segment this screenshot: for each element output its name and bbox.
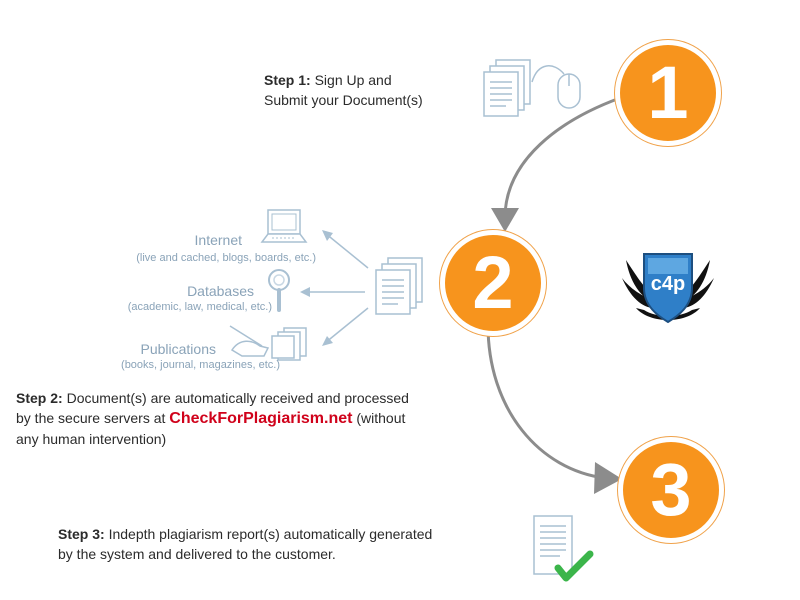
- source-databases-title: Databases: [187, 283, 254, 299]
- source-publications-subtitle: (books, journal, magazines, etc.): [121, 359, 280, 371]
- step1-line2: Submit your Document(s): [264, 92, 423, 108]
- hand-writing-icon: [229, 325, 307, 361]
- step3-circle: 3: [618, 437, 724, 543]
- step1-circle: 1: [615, 40, 721, 146]
- arrow-to-internet: [324, 232, 369, 269]
- step2-line2: by the secure servers at: [16, 410, 166, 426]
- mouse-icon: [531, 65, 581, 109]
- received-documents-icon: [375, 257, 423, 315]
- report-icon: [533, 515, 594, 582]
- step1-line1: Sign Up and: [314, 72, 392, 88]
- shield-logo: c4p: [622, 253, 714, 324]
- brand-link[interactable]: CheckForPlagiarism.net: [169, 410, 353, 427]
- logo-text: c4p: [651, 273, 685, 295]
- source-internet-title: Internet: [194, 232, 242, 248]
- step3-text: Step 3: Indepth plagiarism report(s) aut…: [58, 524, 528, 564]
- step3-label: Step 3:: [58, 526, 105, 542]
- source-internet-subtitle: (live and cached, blogs, boards, etc.): [136, 252, 316, 264]
- arrow-1-to-2: [503, 96, 621, 219]
- step2-number: 2: [472, 241, 514, 324]
- step2-line1: Document(s) are automatically received a…: [66, 390, 409, 406]
- step3-number: 3: [650, 448, 692, 531]
- checkmark-icon: [554, 550, 594, 582]
- step3-line1: Indepth plagiarism report(s) automatical…: [108, 526, 433, 542]
- step1-label: Step 1:: [264, 72, 311, 88]
- source-databases-subtitle: (academic, law, medical, etc.): [127, 301, 272, 313]
- step3-line2: by the system and delivered to the custo…: [58, 546, 336, 562]
- step2-circle: 2: [440, 230, 546, 336]
- step2-text: Step 2: Document(s) are automatically re…: [16, 388, 496, 449]
- step2-line2-end: (without: [356, 410, 406, 426]
- arrow-to-publications: [324, 307, 369, 344]
- arrow-1-to-2-head: [491, 208, 519, 232]
- source-publications-title: Publications: [140, 341, 217, 357]
- laptop-icon: [260, 209, 308, 243]
- step1-text: Step 1: Sign Up and Submit your Document…: [264, 70, 423, 110]
- step2-label: Step 2:: [16, 390, 63, 406]
- documents-icon: [483, 59, 531, 117]
- magnifier-icon: [268, 269, 290, 312]
- arrow-2-to-3-head: [594, 462, 622, 494]
- arrow-2-to-3: [486, 324, 606, 480]
- step2-line3: any human intervention): [16, 431, 167, 447]
- step1-number: 1: [647, 51, 689, 134]
